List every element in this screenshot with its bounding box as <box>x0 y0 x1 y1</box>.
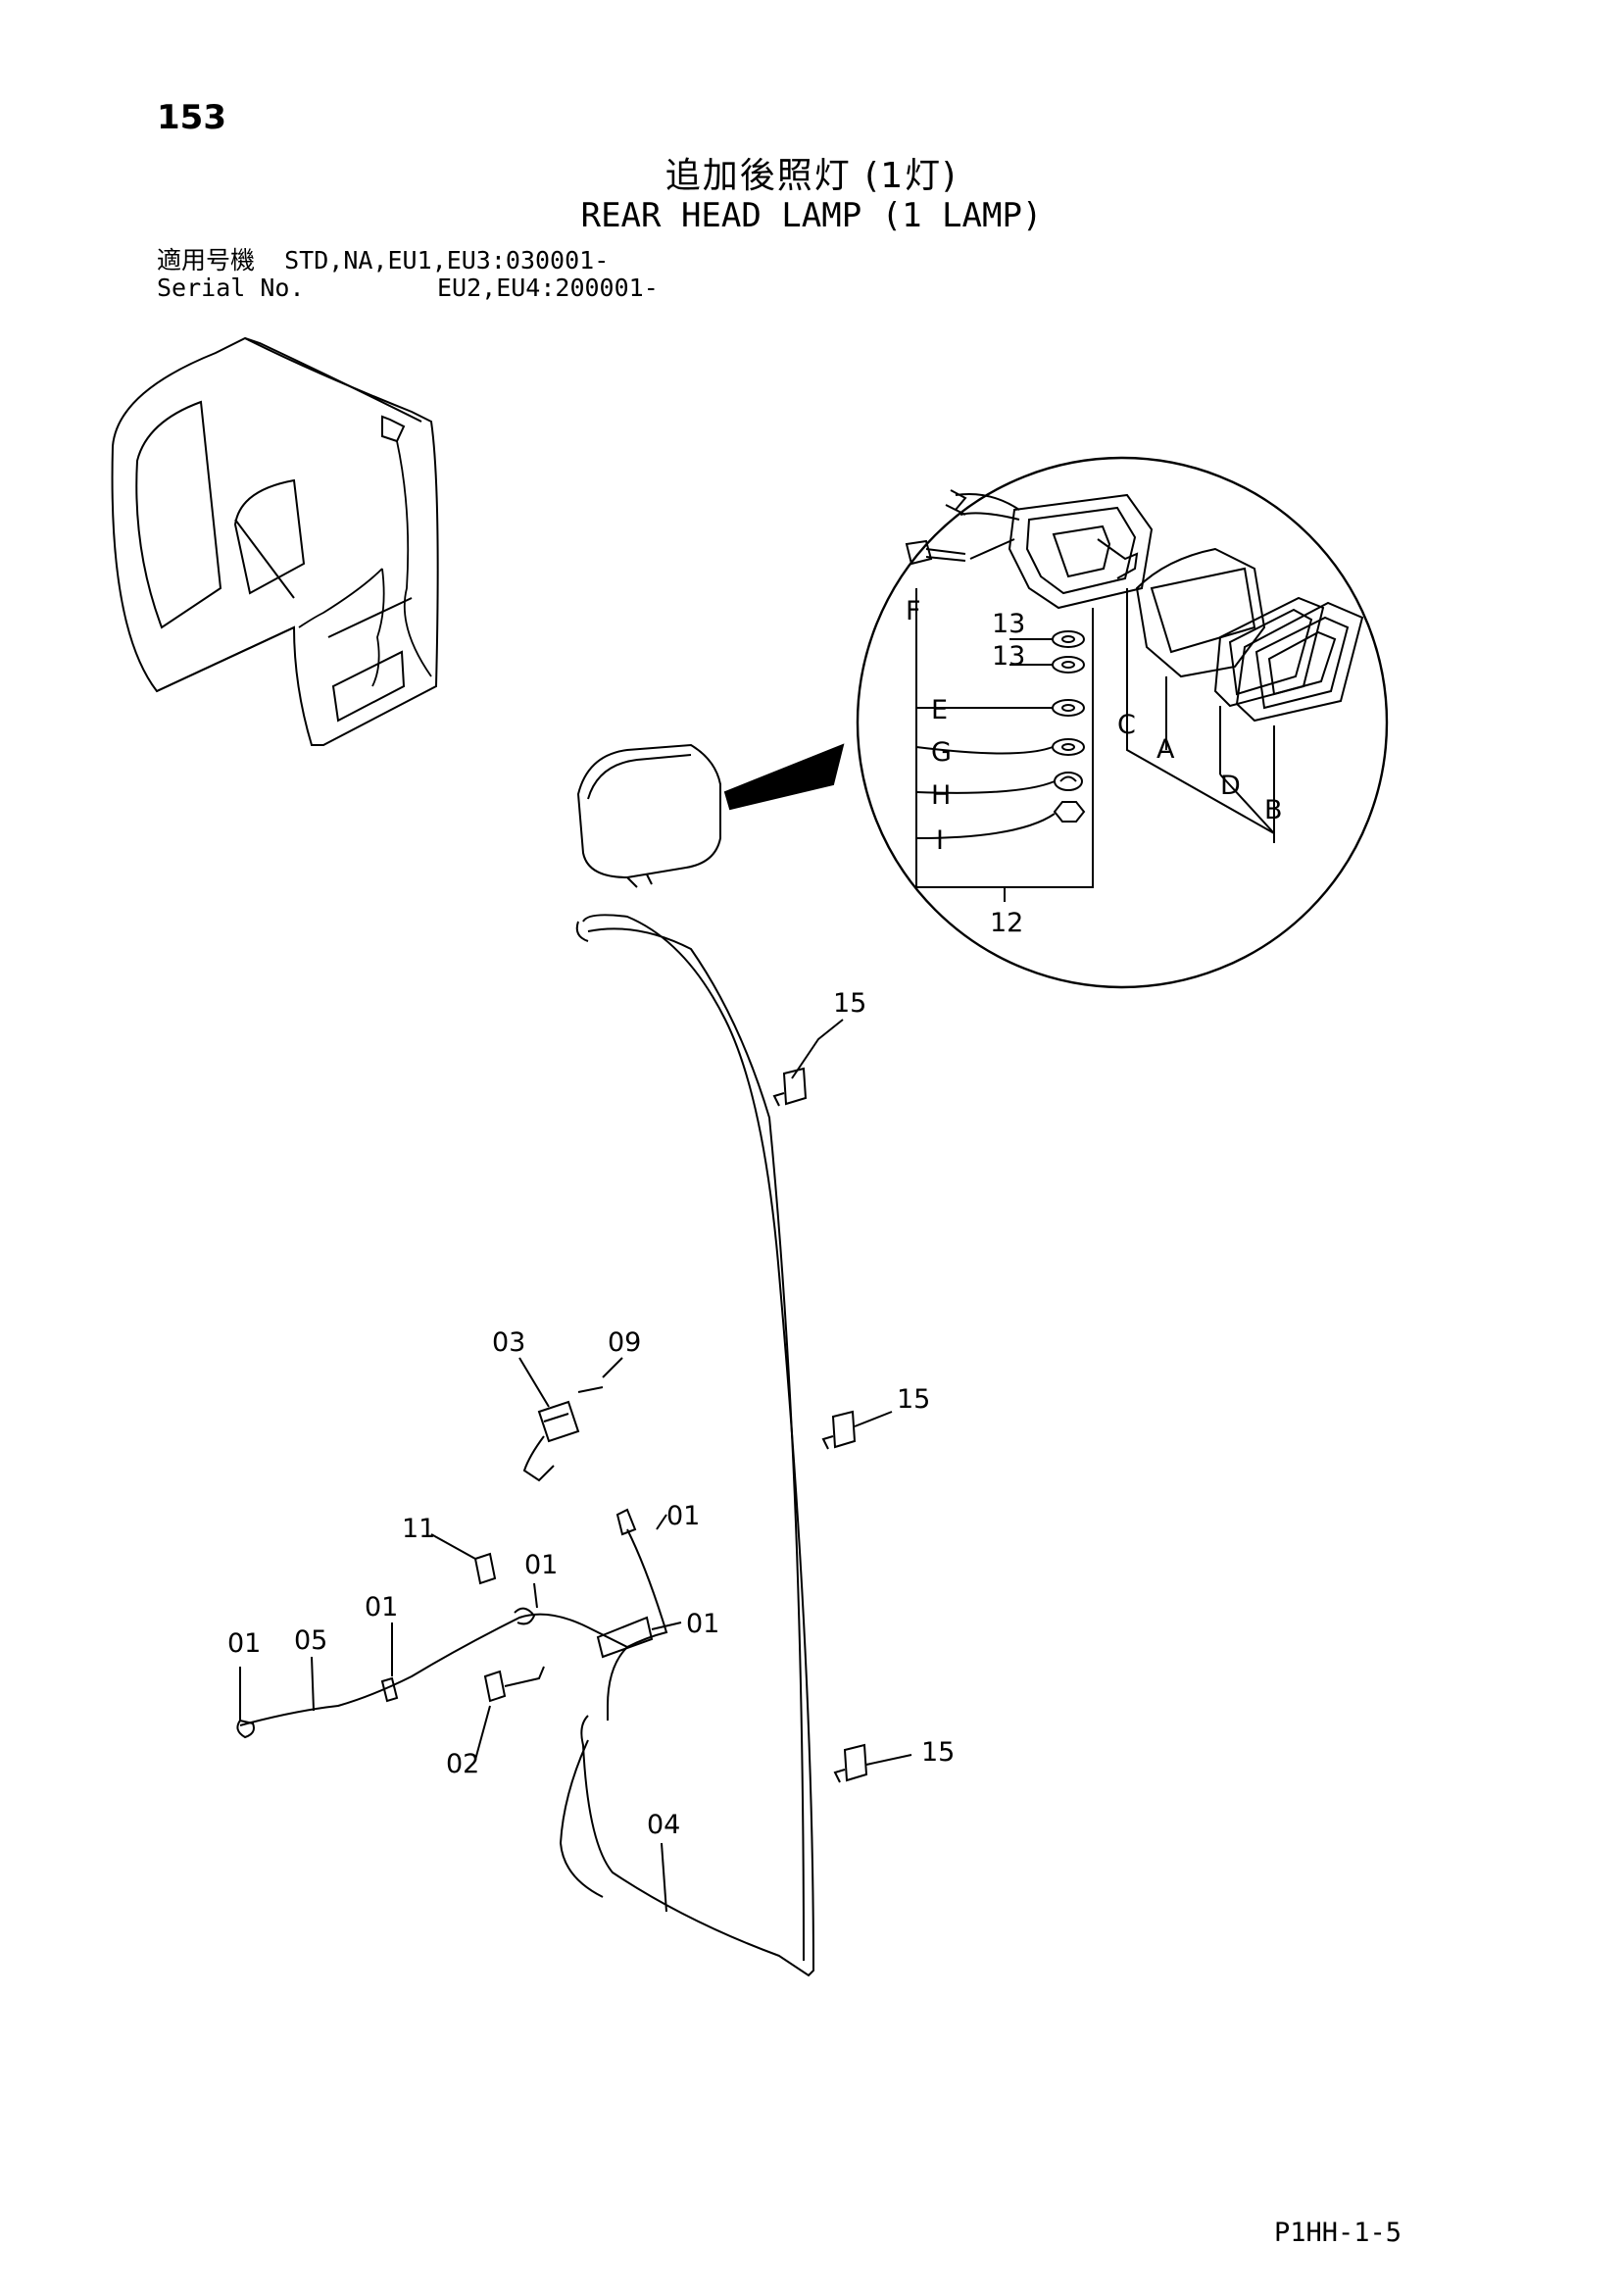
callout-01e: 01 <box>227 1628 261 1659</box>
callout-01c: 01 <box>666 1501 700 1531</box>
callout-04: 04 <box>647 1810 680 1840</box>
callout-G: G <box>931 737 952 768</box>
applicability-block: 適用号機 STD,NA,EU1,EU3:030001- Serial No. E… <box>157 247 659 302</box>
callout-C: C <box>1117 710 1136 740</box>
page-number: 153 <box>157 98 226 137</box>
callout-A: A <box>1156 734 1175 765</box>
applicability-row-1: 適用号機 STD,NA,EU1,EU3:030001- <box>157 247 659 275</box>
callout-I: I <box>936 825 944 856</box>
callout-H: H <box>931 780 951 811</box>
callout-03: 03 <box>492 1327 525 1358</box>
callout-05: 05 <box>294 1625 327 1656</box>
title-english: REAR HEAD LAMP (1 LAMP) <box>580 196 1043 235</box>
callout-02: 02 <box>446 1749 479 1779</box>
callout-B: B <box>1264 795 1283 825</box>
cab-lamp-mini <box>381 415 406 443</box>
callout-01d: 01 <box>686 1609 719 1639</box>
callout-09: 09 <box>608 1327 641 1358</box>
callout-13b: 13 <box>992 641 1025 672</box>
callout-12: 12 <box>990 908 1023 938</box>
callout-15b: 15 <box>897 1384 930 1415</box>
callout-01a: 01 <box>365 1592 398 1622</box>
applicability-label-jp: 適用号機 <box>157 246 256 275</box>
callout-11: 11 <box>402 1514 435 1544</box>
detail-circle: 13 13 F E G H I 12 C A D B <box>856 456 1389 989</box>
callout-15c: 15 <box>921 1737 955 1768</box>
applicability-row-2: Serial No. EU2,EU4:200001- <box>157 275 659 302</box>
callout-15a: 15 <box>833 988 866 1019</box>
applicability-label-en: Serial No. <box>157 274 305 302</box>
harness-cable <box>575 914 815 1977</box>
callout-D: D <box>1220 771 1241 801</box>
title-japanese: 追加後照灯 (1灯) <box>664 156 959 196</box>
footer-code: P1HH-1-5 <box>1274 2218 1402 2248</box>
callout-01b: 01 <box>524 1550 558 1580</box>
clamps-15: 15 15 15 <box>772 988 955 1783</box>
applicability-line-2: EU2,EU4:200001- <box>436 274 659 302</box>
callout-F: F <box>906 596 921 626</box>
lamp-assembly <box>576 743 845 888</box>
switch-parts: 03 09 11 01 01 01 01 01 05 02 <box>227 1327 719 1913</box>
callout-13a: 13 <box>992 609 1025 639</box>
applicability-line-1: STD,NA,EU1,EU3:030001- <box>284 246 610 275</box>
callout-E: E <box>931 695 948 725</box>
cab-overview <box>111 336 439 746</box>
